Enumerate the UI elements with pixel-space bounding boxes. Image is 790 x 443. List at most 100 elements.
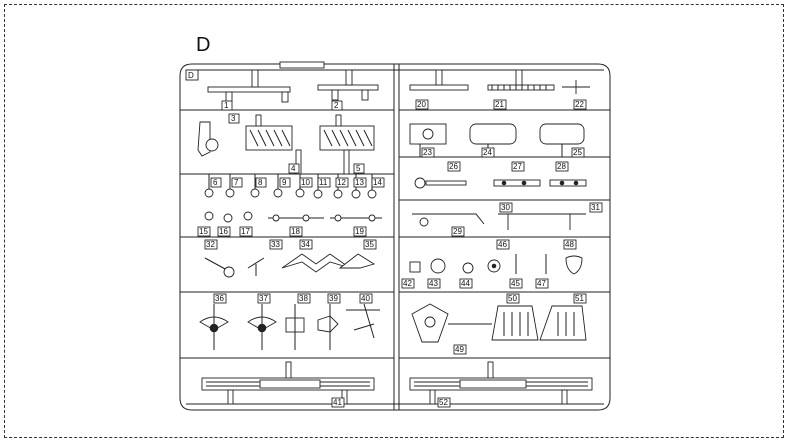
svg-text:2: 2 xyxy=(334,101,339,110)
label-2: 2 xyxy=(331,100,343,111)
label-20: 20 xyxy=(415,99,429,110)
svg-text:20: 20 xyxy=(417,100,426,109)
label-14: 14 xyxy=(371,177,385,188)
svg-text:1: 1 xyxy=(224,101,229,110)
parts-row-1-left xyxy=(207,69,379,103)
svg-text:10: 10 xyxy=(301,178,310,187)
label-42: 42 xyxy=(401,278,415,289)
svg-text:7: 7 xyxy=(234,178,239,187)
svg-text:37: 37 xyxy=(259,294,268,303)
svg-text:30: 30 xyxy=(501,203,510,212)
label-28: 28 xyxy=(555,161,569,172)
parts-row-6-left xyxy=(201,361,375,405)
svg-text:28: 28 xyxy=(557,162,566,171)
label-43: 43 xyxy=(427,278,441,289)
label-50: 50 xyxy=(506,293,520,304)
svg-text:15: 15 xyxy=(199,227,208,236)
label-34: 34 xyxy=(299,239,313,250)
svg-text:6: 6 xyxy=(213,178,218,187)
label-4: 4 xyxy=(288,163,300,174)
svg-text:32: 32 xyxy=(206,240,215,249)
svg-text:45: 45 xyxy=(511,279,520,288)
svg-text:39: 39 xyxy=(329,294,338,303)
label-17: 17 xyxy=(239,226,253,237)
label-3: 3 xyxy=(228,113,240,124)
label-39: 39 xyxy=(327,293,341,304)
svg-text:27: 27 xyxy=(513,162,522,171)
svg-text:42: 42 xyxy=(403,279,412,288)
label-45: 45 xyxy=(509,278,523,289)
label-24: 24 xyxy=(481,147,495,158)
svg-text:43: 43 xyxy=(429,279,438,288)
label-44: 44 xyxy=(459,278,473,289)
parts-row-2-right xyxy=(409,123,585,157)
svg-text:33: 33 xyxy=(271,240,280,249)
svg-text:25: 25 xyxy=(573,148,582,157)
label-41: 41 xyxy=(331,397,345,408)
label-52: 52 xyxy=(437,397,451,408)
svg-text:3: 3 xyxy=(231,114,236,123)
label-22: 22 xyxy=(573,99,587,110)
parts-row-5-left xyxy=(199,303,380,350)
svg-text:17: 17 xyxy=(241,227,250,236)
label-38: 38 xyxy=(297,293,311,304)
label-13: 13 xyxy=(353,177,367,188)
svg-text:11: 11 xyxy=(319,178,328,187)
svg-text:13: 13 xyxy=(355,178,364,187)
svg-text:19: 19 xyxy=(355,227,364,236)
svg-text:4: 4 xyxy=(291,164,296,173)
label-19: 19 xyxy=(353,226,367,237)
label-16: 16 xyxy=(217,226,231,237)
svg-text:9: 9 xyxy=(282,178,287,187)
svg-text:18: 18 xyxy=(291,227,300,236)
label-36: 36 xyxy=(213,293,227,304)
label-7: 7 xyxy=(231,177,243,188)
label-29: 29 xyxy=(451,226,465,237)
label-18: 18 xyxy=(289,226,303,237)
dashed-frame xyxy=(4,4,784,438)
label-23: 23 xyxy=(421,147,435,158)
label-21: 21 xyxy=(493,99,507,110)
svg-text:52: 52 xyxy=(439,398,448,407)
svg-text:23: 23 xyxy=(423,148,432,157)
svg-text:40: 40 xyxy=(361,294,370,303)
label-37: 37 xyxy=(257,293,271,304)
svg-text:36: 36 xyxy=(215,294,224,303)
label-15: 15 xyxy=(197,226,211,237)
parts-row-7-right xyxy=(409,361,593,405)
svg-text:14: 14 xyxy=(373,178,382,187)
svg-text:50: 50 xyxy=(508,294,517,303)
label-6: 6 xyxy=(210,177,222,188)
parts-row-3-right xyxy=(414,177,587,189)
svg-text:48: 48 xyxy=(565,240,574,249)
label-33: 33 xyxy=(269,239,283,250)
parts-row-6-right xyxy=(411,303,587,343)
parts-row-4-right xyxy=(412,213,586,230)
label-40: 40 xyxy=(359,293,373,304)
label-31: 31 xyxy=(589,202,603,213)
label-26: 26 xyxy=(447,161,461,172)
parts-row-5-right xyxy=(409,254,583,275)
label-10: 10 xyxy=(299,177,313,188)
label-12: 12 xyxy=(335,177,349,188)
svg-text:16: 16 xyxy=(219,227,228,236)
sprue-frame xyxy=(179,61,611,411)
label-25: 25 xyxy=(571,147,585,158)
label-49: 49 xyxy=(453,344,467,355)
svg-text:34: 34 xyxy=(301,240,310,249)
label-32: 32 xyxy=(204,239,218,250)
label-9: 9 xyxy=(279,177,291,188)
svg-text:49: 49 xyxy=(455,345,464,354)
label-8: 8 xyxy=(255,177,267,188)
svg-text:31: 31 xyxy=(591,203,600,212)
svg-text:21: 21 xyxy=(495,100,504,109)
parts-row-3-left xyxy=(204,174,382,223)
svg-text:8: 8 xyxy=(258,178,263,187)
svg-text:38: 38 xyxy=(299,294,308,303)
svg-text:5: 5 xyxy=(356,164,361,173)
svg-text:47: 47 xyxy=(537,279,546,288)
svg-text:24: 24 xyxy=(483,148,492,157)
svg-text:22: 22 xyxy=(575,100,584,109)
label-27: 27 xyxy=(511,161,525,172)
